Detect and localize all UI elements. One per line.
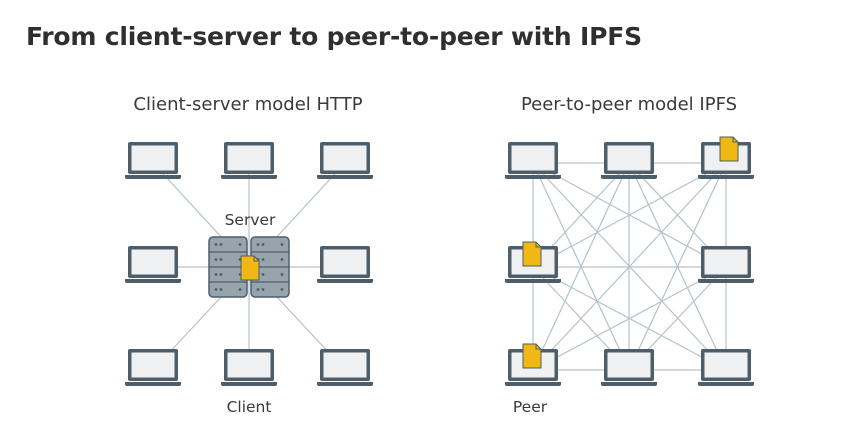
- laptop-icon: [317, 142, 373, 179]
- laptop-icon: [698, 246, 754, 283]
- server-label: Server: [225, 211, 276, 229]
- laptop-icon: [601, 142, 657, 179]
- file-icon: [240, 255, 260, 281]
- laptop-icon: [221, 349, 277, 386]
- laptop-icon: [125, 349, 181, 386]
- laptop-icon: [221, 142, 277, 179]
- laptop-icon: [317, 246, 373, 283]
- file-icon: [522, 241, 542, 267]
- client-server-heading: Client-server model HTTP: [133, 94, 362, 115]
- file-icon: [522, 343, 542, 369]
- peer-label: Peer: [513, 398, 548, 416]
- peer-to-peer-heading: Peer-to-peer model IPFS: [521, 94, 737, 115]
- laptop-icon: [317, 349, 373, 386]
- laptop-icon: [601, 349, 657, 386]
- file-icon: [719, 136, 739, 162]
- client-label: Client: [227, 398, 272, 416]
- laptop-icon: [125, 142, 181, 179]
- laptop-icon: [125, 246, 181, 283]
- peer-links: [532, 162, 727, 371]
- page-title: From client-server to peer-to-peer with …: [26, 22, 642, 51]
- laptop-icon: [698, 349, 754, 386]
- laptop-icon: [505, 142, 561, 179]
